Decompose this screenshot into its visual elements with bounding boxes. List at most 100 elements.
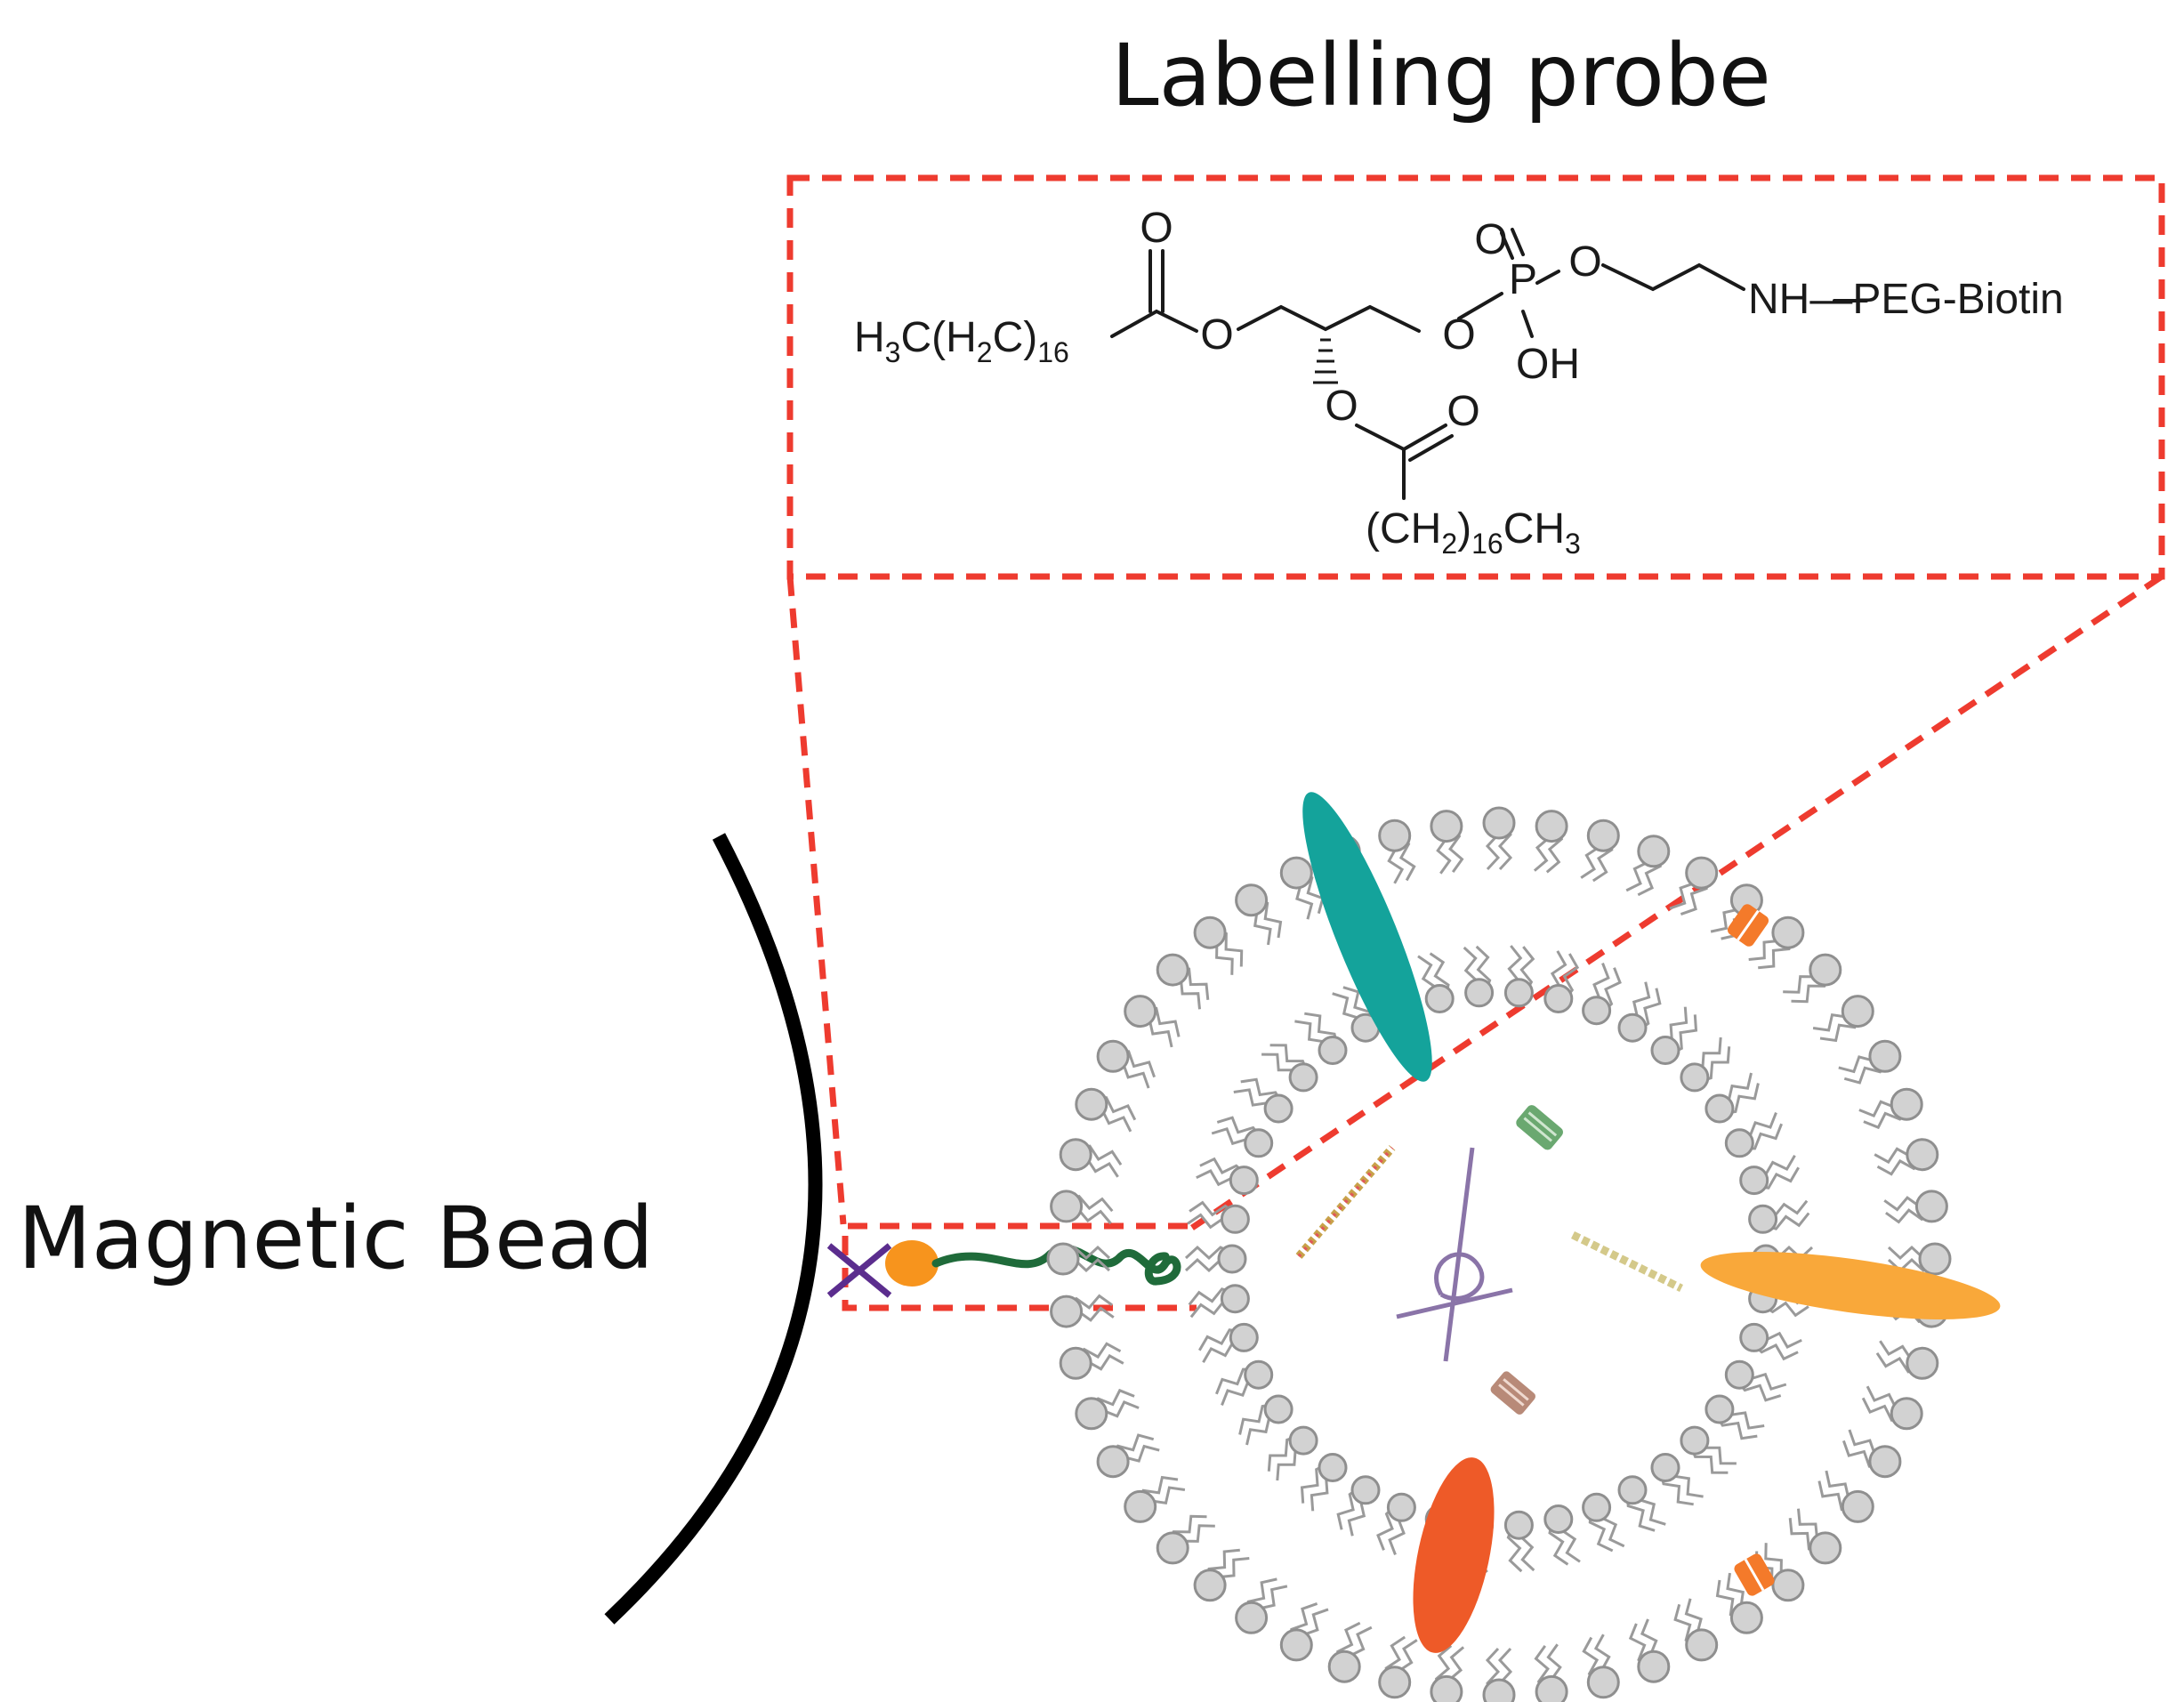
inner-lipid-head <box>1724 1359 1754 1390</box>
inner-lipid-head <box>1288 1425 1318 1456</box>
outer-lipid-head <box>1193 916 1227 949</box>
inner-lipid-head <box>1739 1322 1769 1352</box>
outer-lipid-head <box>1378 819 1412 852</box>
outer-lipid-head <box>1906 1346 1939 1380</box>
ester-oxygen-2: O <box>1325 383 1358 430</box>
magnetic-bead-surface <box>604 833 823 1625</box>
brown-protein-icon <box>1490 1371 1535 1415</box>
outer-lipid-head <box>1841 995 1874 1028</box>
inner-lipid-head <box>1503 1510 1534 1540</box>
outer-lipid-head <box>1914 1190 1948 1223</box>
inner-lipid-head <box>1617 1012 1648 1043</box>
outer-lipid-head <box>1685 856 1719 890</box>
outer-lipid-head <box>1235 1601 1269 1634</box>
outer-lipid-head <box>1235 883 1269 917</box>
inner-lipid-head <box>1543 1504 1574 1534</box>
outer-lipid-head <box>1482 806 1516 840</box>
carbonyl-2-bond-a <box>1402 423 1447 451</box>
outer-lipid-head <box>1809 953 1842 987</box>
outer-lipid-head <box>1482 1678 1516 1702</box>
outer-lipid-head <box>1075 1397 1108 1431</box>
outer-lipid-head <box>1637 835 1671 868</box>
inner-lipid-head <box>1582 996 1612 1026</box>
dna-fragment-icon <box>1571 1230 1683 1293</box>
carbonyl-oxygen-2: O <box>1447 388 1479 435</box>
inner-lipid-head <box>1318 1036 1348 1065</box>
inner-lipid-head <box>1424 984 1455 1013</box>
outer-lipid-head <box>1378 1666 1412 1699</box>
outer-lipid-head <box>1124 995 1157 1028</box>
outer-lipid-head <box>1050 1190 1084 1223</box>
outer-lipid-head <box>1535 1674 1568 1702</box>
outer-lipid-head <box>1637 1650 1671 1683</box>
outer-lipid-leaflet <box>1046 806 1952 1702</box>
inner-lipid-head <box>1229 1166 1259 1196</box>
outer-lipid-head <box>1685 1628 1719 1662</box>
inner-lipid-head <box>1229 1322 1259 1352</box>
inner-lipid-head <box>1244 1128 1274 1158</box>
inner-lipid-head <box>1724 1128 1754 1158</box>
inner-lipid-head <box>1503 978 1534 1008</box>
inner-lipid-head <box>1650 1036 1680 1065</box>
inner-lipid-head <box>1464 978 1495 1008</box>
green-protein-icon <box>1516 1105 1563 1150</box>
inner-lipid-head <box>1680 1425 1710 1456</box>
inner-lipid-head <box>1288 1062 1318 1093</box>
outer-lipid-head <box>1586 819 1620 852</box>
linker-zoom-box <box>842 1222 1197 1311</box>
inner-lipid-head <box>1220 1284 1250 1314</box>
hairpin-rna-icon <box>1396 1147 1513 1362</box>
phosphorus-atom: P <box>1509 256 1537 303</box>
phosphoryl-bond-b <box>1511 228 1525 256</box>
phosphoryl-bond-a <box>1500 231 1514 260</box>
outer-lipid-head <box>1156 953 1189 987</box>
outer-lipid-head <box>1918 1242 1952 1276</box>
outer-lipid-head <box>1279 1628 1313 1662</box>
outer-lipid-head <box>1906 1138 1939 1172</box>
liposome <box>1046 792 2001 1702</box>
outer-lipid-head <box>1096 1445 1130 1479</box>
inner-lipid-head <box>1217 1244 1247 1274</box>
stereo-hashed-bond <box>1313 338 1338 384</box>
membrane-channel-bottom <box>1734 1553 1775 1596</box>
zoom-connector-left <box>786 576 847 1225</box>
inner-lipid-head <box>1386 1492 1416 1522</box>
outer-lipid-head <box>1279 856 1313 890</box>
orange-membrane-protein <box>1700 1252 2001 1319</box>
outer-lipid-head <box>1430 1674 1463 1702</box>
inner-lipid-head <box>1263 1394 1293 1424</box>
left-chain-label: H3C(H2C)16 <box>854 314 1069 368</box>
outer-lipid-head <box>1046 1242 1080 1276</box>
outer-lipid-head <box>1156 1531 1189 1565</box>
crosslink-bar-2 <box>826 1243 892 1298</box>
inner-lipid-head <box>1543 984 1574 1013</box>
outer-lipid-head <box>1327 1650 1361 1683</box>
outer-lipid-head <box>1841 1489 1874 1523</box>
peg-linker <box>931 1244 1181 1286</box>
outer-lipid-head <box>1586 1666 1620 1699</box>
lower-ester-bonds <box>1355 423 1406 500</box>
inner-lipid-head <box>1704 1093 1735 1124</box>
structure-zoom-box <box>786 174 2165 580</box>
outer-lipid-head <box>1075 1087 1108 1121</box>
carbonyl-2-bond-b <box>1408 434 1454 462</box>
outer-lipid-head <box>1050 1295 1084 1328</box>
membrane-channel-top <box>1727 904 1769 947</box>
inner-lipid-head <box>1220 1204 1250 1234</box>
outer-lipid-head <box>1124 1489 1157 1523</box>
zoom-connector-right <box>1190 574 2164 1230</box>
inner-lipid-head <box>1263 1093 1293 1124</box>
inner-lipid-head <box>1704 1394 1735 1424</box>
outer-lipid-head <box>1771 1569 1805 1602</box>
ester-oxygen-1: O <box>1200 311 1233 359</box>
inner-lipid-head <box>1680 1062 1710 1093</box>
phosphate-oxygen-ethyl: O <box>1568 238 1601 286</box>
inner-lipid-head <box>1650 1453 1680 1482</box>
phosphate-bonds <box>1521 262 1745 338</box>
outer-lipid-head <box>1096 1039 1130 1073</box>
inner-lipid-head <box>1748 1204 1778 1234</box>
outer-lipid-head <box>1535 810 1568 843</box>
outer-lipid-head <box>1430 810 1463 843</box>
inner-lipid-head <box>1350 1475 1381 1505</box>
